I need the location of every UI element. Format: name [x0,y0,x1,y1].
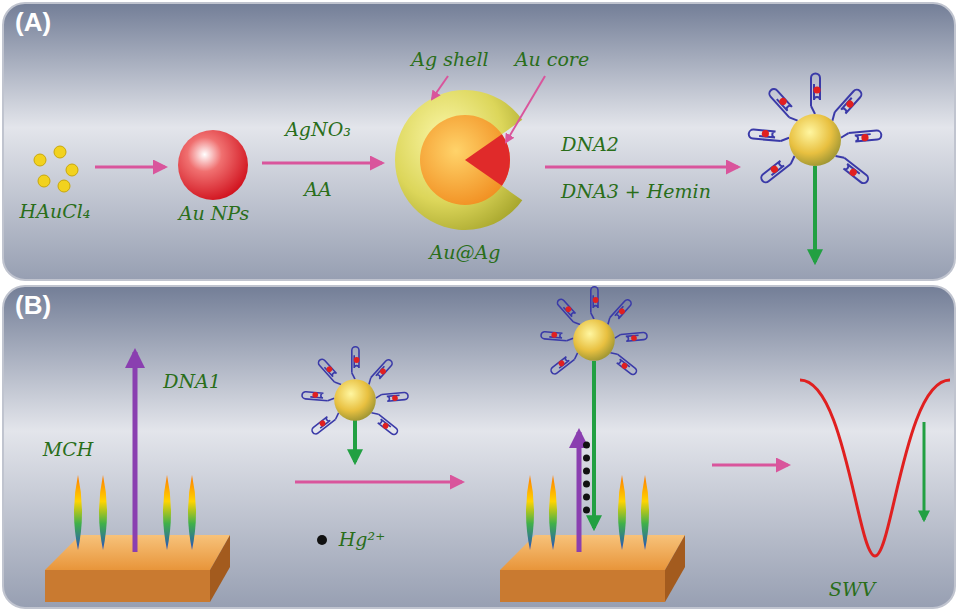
panel-letter: (A) [15,7,51,38]
panel-letter: (B) [15,290,51,321]
reaction-arrow [262,162,382,165]
mch-molecule [74,475,82,550]
reaction-arrow [295,481,462,484]
signal-decrease-arrow [923,422,926,520]
label: Ag shell [411,49,488,71]
label: Hg²⁺ [339,529,385,551]
dna-strand [577,432,582,552]
mch-molecule [549,475,557,550]
mch-molecule [618,475,626,550]
panel-ground [3,286,955,608]
hairpin-probe-particle [748,74,881,186]
leader-arrow [506,76,545,142]
reaction-arrow [545,166,738,169]
mercury-ion [317,535,327,545]
electrode [500,535,685,602]
dna-strand [353,420,357,462]
gold-salt-dots [34,146,78,192]
label: AgNO₃ [285,119,351,141]
mch-molecule [526,475,534,550]
mch-molecule [99,475,107,550]
core-shell-particle [395,90,522,230]
label: DNA3 + Hemin [561,181,711,203]
reaction-arrow [95,166,165,169]
mch-molecule [163,475,171,550]
label: SWV [829,579,875,601]
panel: (A) [3,3,955,280]
mch-molecule [641,475,649,550]
mercury-ions [583,442,590,514]
dna-strand [133,352,138,552]
label: MCH [43,439,94,461]
dna-strand [813,166,817,262]
label: DNA1 [163,371,221,393]
dna-strand [592,361,596,528]
label: Au NPs [179,203,250,225]
hairpin-probe-particle [541,287,648,376]
mch-molecule [188,475,196,550]
panel: (B) [3,286,955,608]
swv-curve [800,380,950,556]
label: HAuCl₄ [20,201,91,223]
gold-nanoparticle [178,130,248,200]
label: Au core [515,49,589,71]
panel-ground [3,3,955,280]
hairpin-probe-particle [302,347,409,436]
label: DNA2 [561,134,619,156]
reaction-arrow [712,464,788,467]
label: Au@Ag [430,242,501,264]
label: AA [304,179,331,201]
leader-arrow [432,76,448,99]
